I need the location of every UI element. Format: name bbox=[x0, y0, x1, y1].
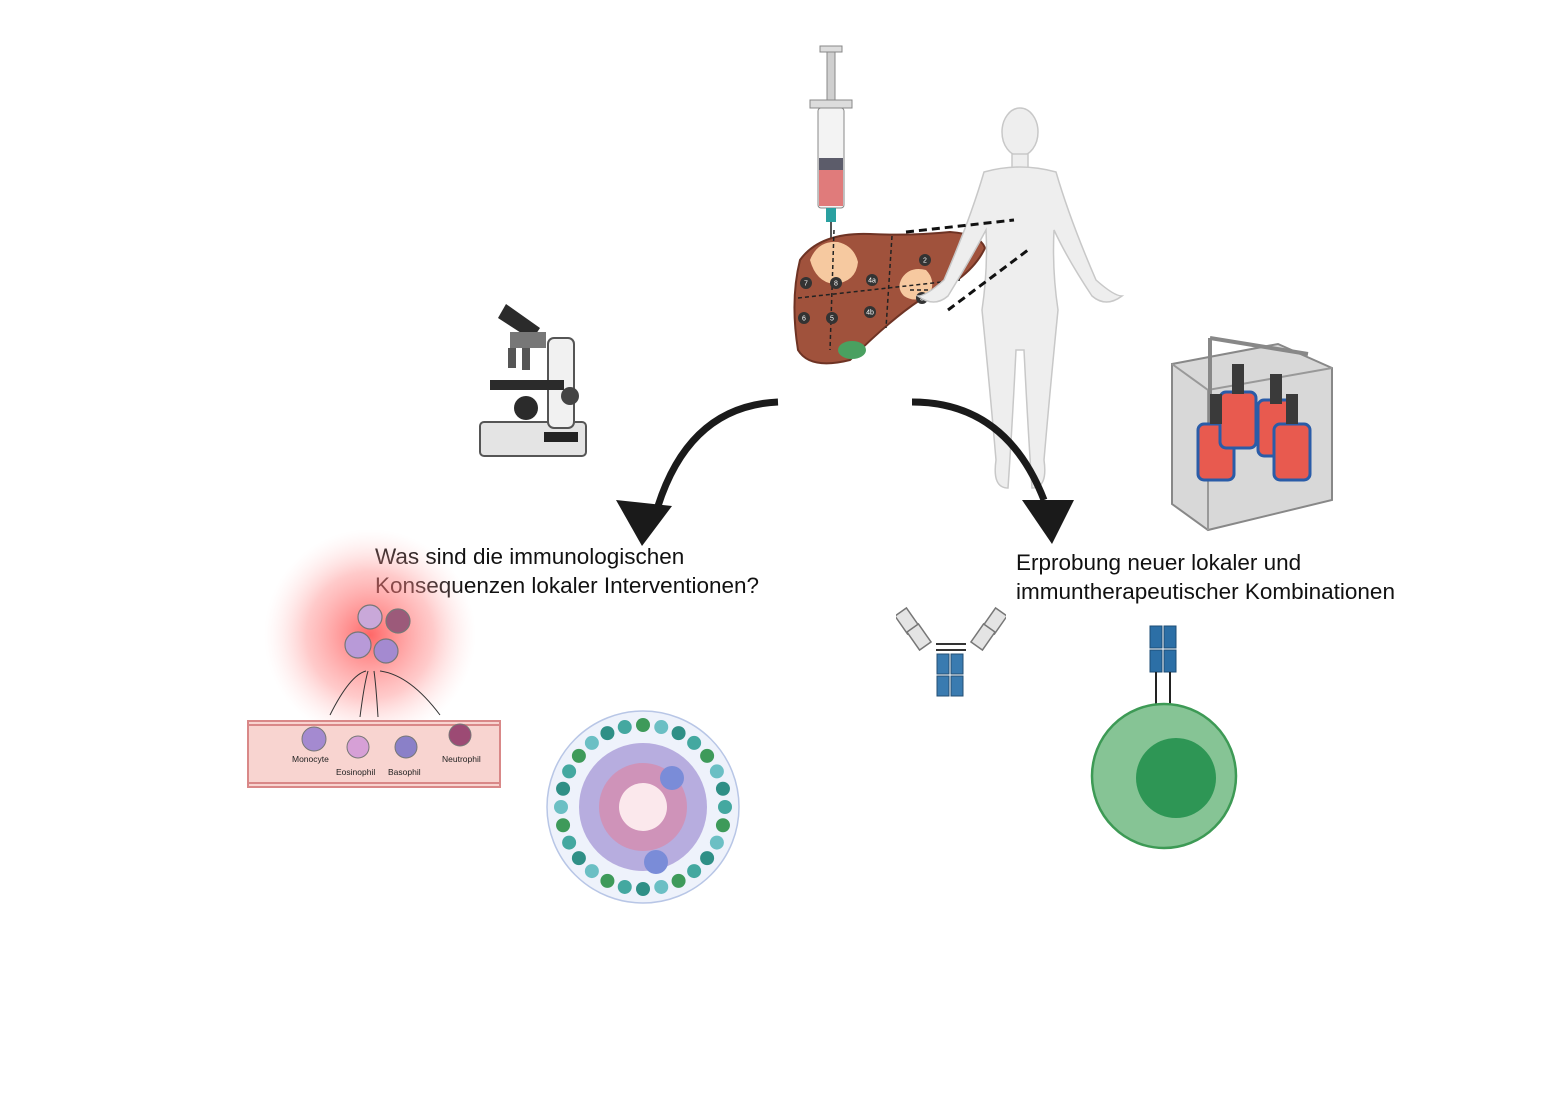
spheroid-outer-cell bbox=[562, 835, 577, 850]
inflammation-glow bbox=[264, 529, 476, 741]
spheroid-outer-cell bbox=[671, 726, 686, 741]
t-cell-with-receptor bbox=[1090, 625, 1238, 850]
spheroid-outer-cell bbox=[600, 726, 615, 741]
spheroid-outer-cell bbox=[556, 818, 571, 833]
liver-segment-5: 5 bbox=[830, 316, 834, 323]
spheroid-outer-cell bbox=[715, 781, 730, 796]
spheroid-outer-cell bbox=[600, 873, 615, 888]
spheroid-outer-cell bbox=[718, 800, 732, 814]
microscope-icon bbox=[479, 304, 587, 457]
spheroid-outer-cell bbox=[654, 879, 669, 894]
spheroid-outer-cell bbox=[687, 864, 702, 879]
bioreactor-icon bbox=[1171, 336, 1333, 532]
liver-illustration: 2 3 4a 4b 5 6 7 8 bbox=[793, 229, 987, 365]
arrow-to-approach bbox=[911, 398, 1074, 544]
spheroid-outer-cell bbox=[654, 720, 669, 735]
label-monocyte: Monocyte bbox=[292, 754, 329, 764]
spheroid-outer-cell bbox=[687, 735, 702, 750]
spheroid-outer-cell bbox=[715, 818, 730, 833]
spheroid-outer-cell bbox=[700, 851, 715, 866]
spheroid-outer-cell bbox=[671, 873, 686, 888]
liver-segment-4b: 4b bbox=[866, 310, 874, 317]
label-basophil: Basophil bbox=[388, 767, 421, 777]
approach-text: Erprobung neuer lokaler und immuntherape… bbox=[1016, 548, 1395, 606]
spheroid-outer-cell bbox=[709, 764, 724, 779]
liver-segment-4a: 4a bbox=[868, 278, 876, 285]
liver-segment-8: 8 bbox=[834, 281, 838, 288]
spheroid-outer-cell bbox=[571, 851, 586, 866]
spheroid-outer-cell bbox=[700, 748, 715, 763]
liver-segment-6: 6 bbox=[802, 316, 806, 323]
spheroid-outer-cell bbox=[554, 800, 568, 814]
spheroid-outer-cell bbox=[556, 781, 571, 796]
spheroid-outer-cell bbox=[636, 718, 650, 732]
human-body-figure bbox=[905, 107, 1125, 489]
spheroid-outer-cell bbox=[562, 764, 577, 779]
spheroid-outer-cell bbox=[709, 835, 724, 850]
spheroid-outer-cell bbox=[584, 735, 599, 750]
label-eosinophil: Eosinophil bbox=[336, 767, 375, 777]
antibody-icon bbox=[896, 606, 1006, 697]
label-neutrophil: Neutrophil bbox=[442, 754, 481, 764]
arrow-to-question bbox=[616, 398, 779, 546]
tumor-microenvironment-illustration bbox=[546, 710, 740, 904]
liver-segment-7: 7 bbox=[804, 281, 808, 288]
approach-line-1: Erprobung neuer lokaler und bbox=[1016, 550, 1302, 575]
approach-line-2: immuntherapeutischer Kombinationen bbox=[1016, 579, 1395, 604]
spheroid-outer-cell bbox=[617, 879, 632, 894]
spheroid-outer-cell bbox=[584, 864, 599, 879]
liver-segment-2: 2 bbox=[923, 258, 927, 265]
spheroid-outer-cell bbox=[571, 748, 586, 763]
leukocyte-recruitment-illustration: Monocyte Eosinophil Basophil Neutrophil bbox=[247, 529, 501, 788]
syringe-icon bbox=[809, 45, 853, 240]
spheroid-outer-cell bbox=[636, 882, 650, 896]
spheroid-outer-cell bbox=[617, 720, 632, 735]
